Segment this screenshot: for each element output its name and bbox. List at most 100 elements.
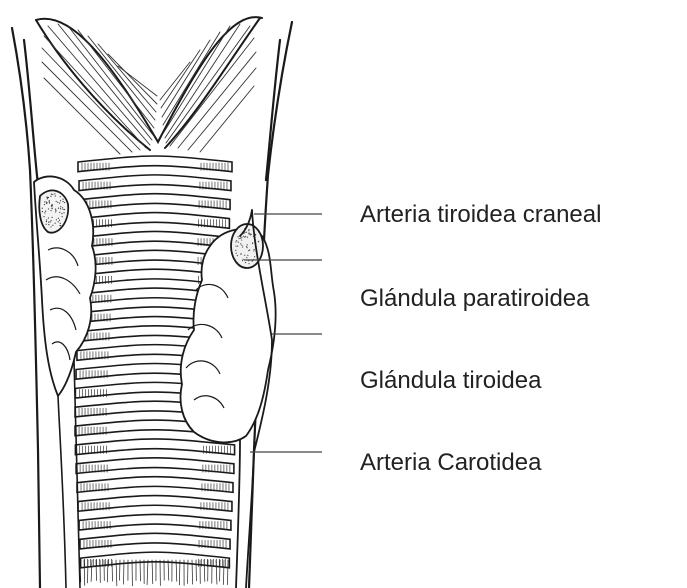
stipple-dot — [42, 208, 43, 209]
stipple-dot — [242, 246, 243, 247]
stipple-dot — [42, 211, 43, 212]
stipple-dot — [252, 261, 253, 262]
stipple-dot — [58, 208, 59, 209]
stipple-dot — [52, 217, 53, 218]
trachea-ring — [80, 533, 230, 549]
trachea-ring — [78, 496, 232, 512]
stipple-dot — [51, 220, 52, 221]
stipple-dot — [60, 196, 61, 197]
stipple-dot — [58, 218, 59, 219]
stipple-dot — [55, 195, 56, 196]
stipple-dot — [251, 234, 252, 235]
trachea-ring — [76, 458, 234, 474]
stipple-dot — [55, 209, 56, 210]
larynx-muscles — [36, 17, 262, 154]
stipple-dot — [246, 246, 247, 247]
label-glandula-paratiroidea: Glándula paratiroidea — [360, 287, 590, 311]
stipple-dot — [59, 220, 60, 221]
trachea-ring — [81, 213, 230, 229]
stipple-dot — [47, 202, 48, 203]
trachea-ring — [78, 156, 232, 172]
trachea-fringe — [152, 560, 153, 584]
stipple-dot — [46, 221, 47, 222]
stipple-dot — [54, 223, 55, 224]
stipple-dot — [52, 204, 53, 205]
trachea-ring — [77, 477, 233, 493]
stipple-dot — [43, 216, 44, 217]
stipple-dot — [246, 257, 247, 258]
stipple-dot — [244, 236, 245, 237]
stipple-dot — [241, 237, 242, 238]
stipple-dot — [48, 208, 49, 209]
stipple-dot — [240, 243, 241, 244]
stipple-dot — [237, 255, 238, 256]
stipple-dot — [240, 238, 241, 239]
stipple-dot — [245, 236, 246, 237]
trachea-ring — [81, 552, 230, 568]
stipple-dot — [247, 255, 248, 256]
stipple-dot — [47, 197, 48, 198]
stipple-dot — [241, 239, 242, 240]
label-glandula-tiroidea: Glándula tiroidea — [360, 369, 541, 393]
stipple-dot — [60, 225, 61, 226]
stipple-dot — [245, 262, 246, 263]
stipple-dot — [55, 211, 56, 212]
stipple-dot — [54, 193, 55, 194]
stipple-dot — [252, 243, 253, 244]
stipple-dot — [235, 250, 236, 251]
stipple-dot — [56, 201, 57, 202]
stipple-dot — [62, 207, 63, 208]
stipple-dot — [60, 208, 61, 209]
stipple-dot — [50, 226, 51, 227]
stipple-dot — [243, 236, 244, 237]
stipple-dot — [45, 211, 46, 212]
stipple-dot — [235, 241, 236, 242]
stipple-dot — [254, 249, 255, 250]
stipple-dot — [51, 206, 52, 207]
trachea-ring — [80, 194, 230, 210]
stipple-dot — [44, 201, 45, 202]
stipple-dot — [247, 244, 248, 245]
stipple-dot — [239, 238, 240, 239]
stipple-dot — [50, 210, 51, 211]
stipple-dot — [246, 247, 247, 248]
stipple-dot — [48, 201, 49, 202]
stipple-dot — [246, 232, 247, 233]
stipple-dot — [247, 237, 248, 238]
stipple-dot — [243, 259, 244, 260]
stipple-dot — [48, 217, 49, 218]
stipple-dot — [63, 209, 64, 210]
stipple-dot — [242, 260, 243, 261]
stipple-dot — [249, 249, 250, 250]
trachea-fringe — [147, 560, 148, 585]
stipple-dot — [236, 253, 237, 254]
stipple-dot — [50, 221, 51, 222]
stipple-dot — [60, 200, 61, 201]
stipple-dot — [52, 225, 53, 226]
stipple-dot — [52, 208, 53, 209]
stipple-dot — [49, 202, 50, 203]
label-arteria-carotidea: Arteria Carotidea — [360, 451, 541, 475]
stipple-dot — [44, 204, 45, 205]
trachea-ring — [79, 514, 231, 530]
stipple-dot — [62, 201, 63, 202]
stipple-dot — [60, 206, 61, 207]
stipple-dot — [57, 202, 58, 203]
stipple-dot — [241, 245, 242, 246]
stipple-dot — [49, 200, 50, 201]
stipple-dot — [58, 221, 59, 222]
stipple-dot — [248, 230, 249, 231]
stipple-dot — [55, 210, 56, 211]
stipple-dot — [62, 199, 63, 200]
stipple-dot — [63, 212, 64, 213]
stipple-dot — [248, 263, 249, 264]
label-arteria-tiroidea-craneal: Arteria tiroidea craneal — [360, 203, 601, 227]
stipple-dot — [248, 232, 249, 233]
stipple-dot — [44, 212, 45, 213]
stipple-dot — [51, 194, 52, 195]
stipple-dot — [60, 223, 61, 224]
stipple-dot — [237, 236, 238, 237]
stipple-dot — [48, 224, 49, 225]
stipple-dot — [46, 219, 47, 220]
stipple-dot — [235, 245, 236, 246]
